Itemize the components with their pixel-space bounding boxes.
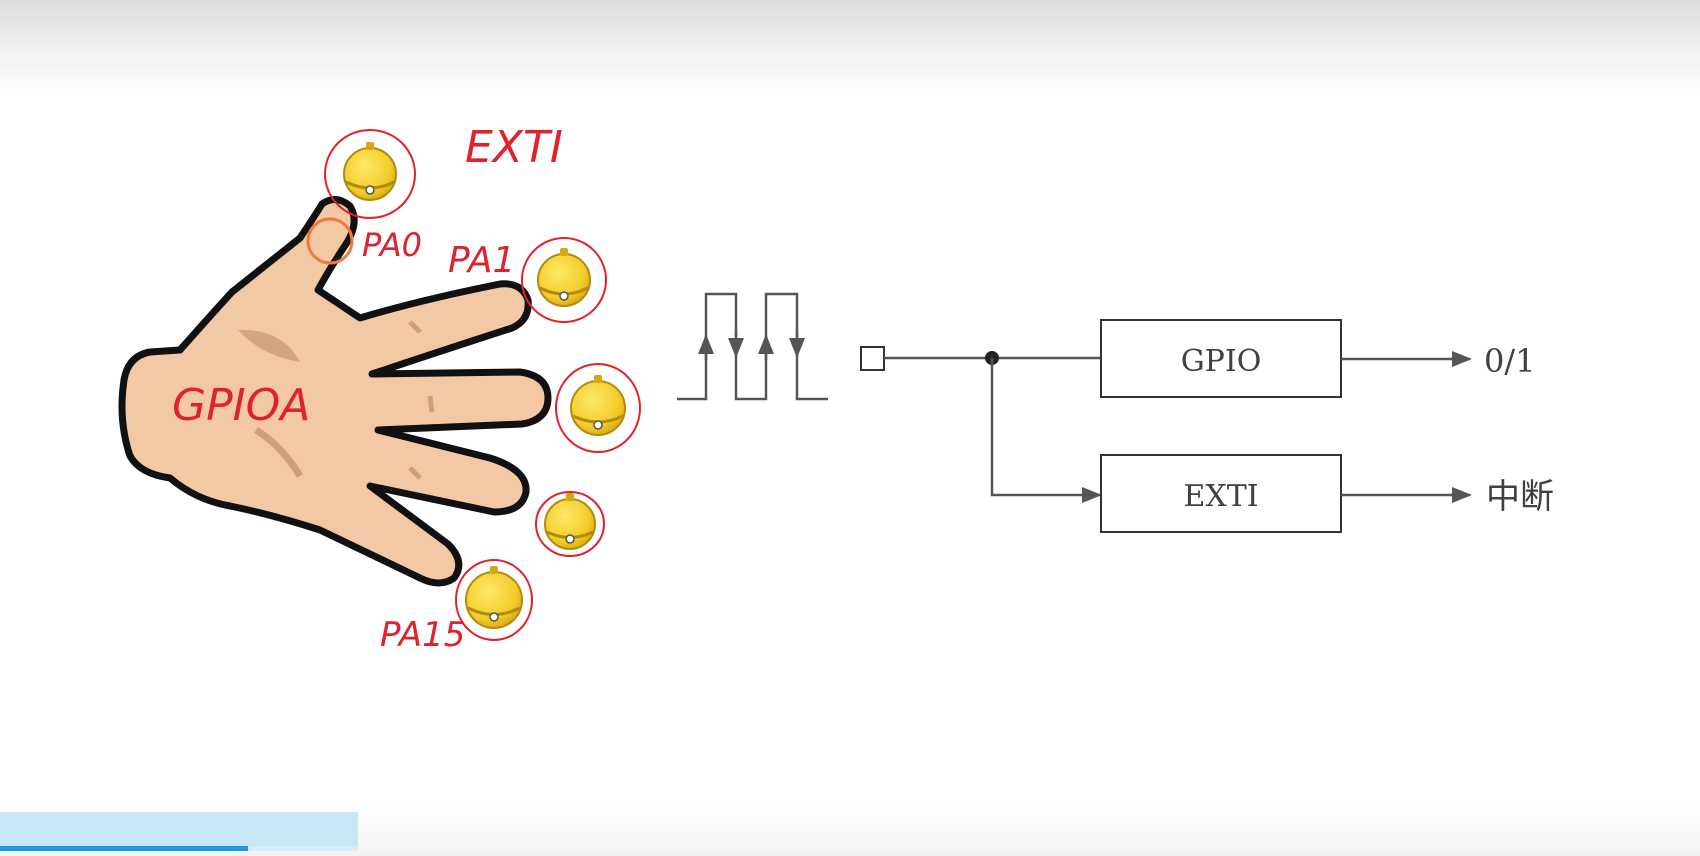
- pa0-handwritten-label: PA0: [362, 226, 422, 264]
- pa1-handwritten-label: PA1: [448, 240, 515, 281]
- pa15-handwritten-label: PA15: [380, 615, 465, 655]
- bell-icon: [536, 492, 604, 556]
- exti-handwritten-label: EXTI: [465, 122, 563, 173]
- bell-icon: [522, 238, 606, 322]
- bell-icon: [456, 560, 532, 640]
- pulse-waveform: [677, 294, 828, 399]
- exti-block-label: EXTI: [1183, 479, 1258, 514]
- input-pin-square: [861, 347, 884, 370]
- gpio-block-label: GPIO: [1181, 344, 1262, 379]
- branch-wire: [992, 358, 1100, 495]
- bell-icon: [556, 364, 640, 452]
- block-diagram: GPIO EXTI 0/1 中断: [861, 320, 1554, 532]
- gpioa-handwritten-label: GPIOA: [172, 380, 310, 431]
- gpio-output-label: 0/1: [1484, 342, 1536, 380]
- bell-icon: [325, 130, 415, 218]
- interrupt-output-label: 中断: [1486, 477, 1554, 517]
